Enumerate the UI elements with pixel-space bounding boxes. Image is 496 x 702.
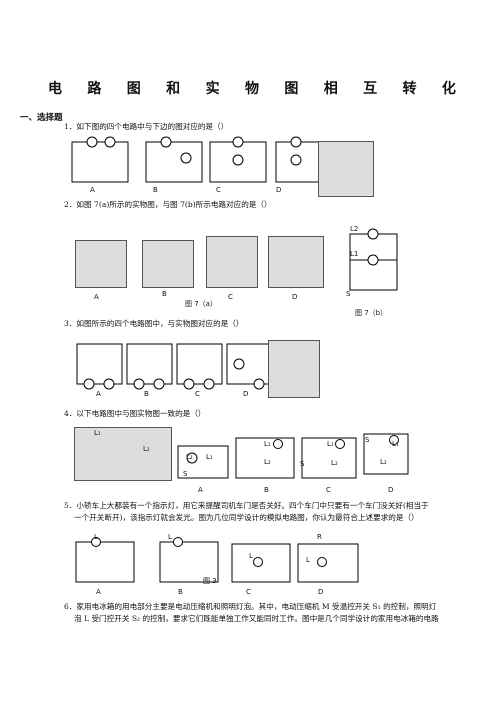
q3-object-photo	[268, 340, 320, 398]
option-label: B	[144, 390, 149, 398]
circuit-label: R	[317, 533, 322, 541]
figure-caption: 图 7（b）	[355, 309, 388, 317]
title-char: 相	[323, 81, 338, 97]
q4-circuits	[177, 433, 409, 479]
title-char: 物	[244, 81, 259, 97]
circuit-label: L1	[350, 250, 359, 258]
circuit-label: L₂	[380, 458, 387, 466]
q2-object-a	[75, 240, 127, 288]
q2-object-d	[268, 236, 324, 288]
figure-caption: 图 7（a）	[185, 300, 217, 308]
circuit-label: S	[183, 470, 188, 478]
figure-caption: 图 3	[203, 577, 217, 585]
option-label: A	[90, 186, 95, 194]
option-label: D	[243, 390, 249, 398]
option-label: C	[195, 390, 200, 398]
q2-object-c	[206, 236, 258, 288]
title-char: 路	[87, 81, 102, 97]
option-label: A	[198, 486, 203, 494]
question-5: 5．小轿车上大都装有一个指示灯，用它来提醒司机车门是否关好。四个车门中只要有一个…	[64, 500, 474, 524]
q3-circuits	[76, 343, 273, 390]
circuit-label: L₂	[186, 453, 193, 461]
section-heading: 一、选择题	[20, 113, 63, 123]
page-title: 电 路 图 和 实 物 图 相 互 转 化	[0, 78, 496, 98]
circuit-label: S	[346, 290, 351, 298]
title-char: 图	[126, 81, 141, 97]
question-5-line-1: 5．小轿车上大都装有一个指示灯，用它来提醒司机车门是否关好。四个车门中只要有一个…	[64, 501, 429, 510]
question-3: 3．如图所示的四个电路图中，与实物图对应的是（）	[64, 319, 244, 328]
circuit-label: L2	[350, 225, 359, 233]
option-label: D	[292, 293, 298, 301]
title-char: 转	[402, 81, 417, 97]
circuit-label: L₂	[143, 445, 150, 453]
circuit-label: L₂	[264, 458, 271, 466]
title-char: 图	[284, 81, 299, 97]
title-char: 实	[205, 81, 220, 97]
option-label: A	[94, 293, 99, 301]
option-label: D	[276, 186, 282, 194]
option-label: C	[228, 293, 233, 301]
option-label: B	[178, 588, 183, 596]
title-char: 化	[441, 81, 456, 97]
title-char: 和	[166, 81, 181, 97]
q1-object-photo	[318, 141, 374, 197]
circuit-label: L	[168, 533, 172, 541]
option-label: B	[162, 290, 167, 298]
title-char: 电	[48, 81, 62, 97]
q4-object-photo	[74, 427, 172, 481]
title-char: 互	[363, 81, 378, 97]
option-label: C	[326, 486, 331, 494]
circuit-label: S	[300, 460, 305, 468]
circuit-label: L₁	[264, 440, 271, 448]
circuit-label: L	[306, 556, 310, 564]
circuit-label: L₁	[327, 440, 334, 448]
option-label: A	[96, 390, 101, 398]
question-5-line-2: 一个开关断开)，该指示灯就会发光。图为几位同学设计的模拟电路图，你认为最符合上述…	[74, 513, 419, 522]
question-6: 6．家用电冰箱的用电部分主要是电动压缩机和照明灯泡。其中，电动压缩机 M 受温控…	[64, 601, 474, 625]
q2-circuit-b	[349, 228, 398, 291]
question-2: 2．如图 7(a)所示的实物图，与图 7(b)所示电路对应的是（）	[64, 200, 272, 209]
question-4: 4．以下电路图中与图实物图一致的是（）	[64, 409, 206, 418]
circuit-label: L₁	[206, 453, 213, 461]
q2-object-b	[142, 240, 194, 288]
question-6-line-1: 6．家用电冰箱的用电部分主要是电动压缩机和照明灯泡。其中，电动压缩机 M 受温控…	[64, 602, 437, 611]
question-1: 1．如下图的四个电路中与下边的图对应的是（）	[64, 122, 229, 131]
option-label: C	[216, 186, 221, 194]
circuit-label: L₁	[94, 429, 101, 437]
circuit-label: S	[365, 436, 370, 444]
option-label: A	[96, 588, 101, 596]
question-6-line-2: 泡 L 受门控开关 S₂ 的控制，要求它们既能单独工作又能同时工作。图中是几个同…	[74, 614, 439, 623]
circuit-label: L	[94, 533, 98, 541]
q5-circuits	[75, 537, 359, 583]
option-label: D	[388, 486, 394, 494]
option-label: D	[318, 588, 324, 596]
q1-circuits	[71, 136, 323, 183]
option-label: B	[153, 186, 158, 194]
circuit-label: L₁	[392, 440, 399, 448]
circuit-label: L	[249, 552, 253, 560]
option-label: B	[264, 486, 269, 494]
circuit-label: L₂	[331, 459, 338, 467]
option-label: C	[246, 588, 251, 596]
